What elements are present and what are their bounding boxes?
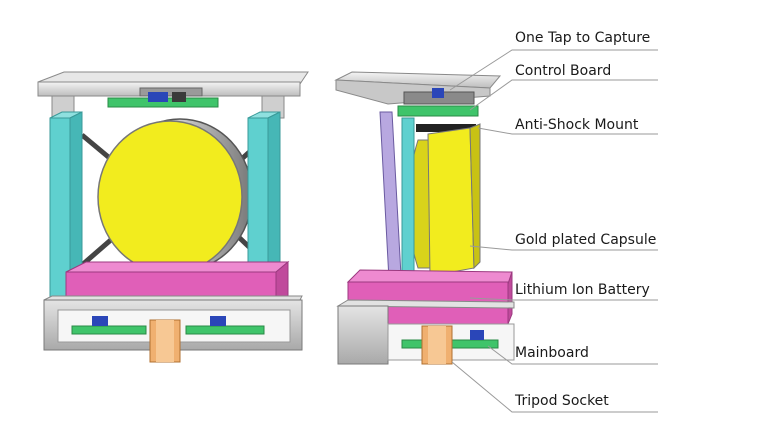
- side-control-board: [397, 105, 479, 117]
- leader-control-board: [469, 79, 658, 111]
- leader-anti-shock: [477, 127, 658, 135]
- side-capsule: [407, 123, 481, 277]
- label-mainboard: Mainboard: [515, 345, 589, 361]
- leader-tripod-socket: [451, 361, 658, 413]
- label-one-tap: One Tap to Capture: [515, 30, 650, 46]
- front-control-board: [107, 92, 219, 108]
- side-base-casing: [336, 299, 515, 365]
- side-view-assembly: [334, 71, 515, 365]
- callout-leaders: [449, 49, 658, 413]
- label-anti-shock-mount: Anti-Shock Mount: [515, 117, 639, 133]
- leader-mainboard: [487, 345, 658, 365]
- leader-capsule: [469, 245, 658, 251]
- leader-battery: [469, 297, 658, 301]
- callout-labels: One Tap to Capture Control Board Anti-Sh…: [514, 30, 656, 409]
- label-control-board: Control Board: [515, 63, 611, 79]
- front-view-assembly: [37, 71, 309, 363]
- front-base-casing: [43, 295, 303, 363]
- label-tripod-socket: Tripod Socket: [514, 393, 609, 409]
- side-top-plate: [334, 71, 502, 105]
- label-lithium-ion-battery: Lithium Ion Battery: [515, 282, 650, 298]
- leader-one-tap: [449, 49, 658, 91]
- label-gold-plated-capsule: Gold plated Capsule: [515, 232, 656, 248]
- front-capsule-mount: [80, 118, 270, 274]
